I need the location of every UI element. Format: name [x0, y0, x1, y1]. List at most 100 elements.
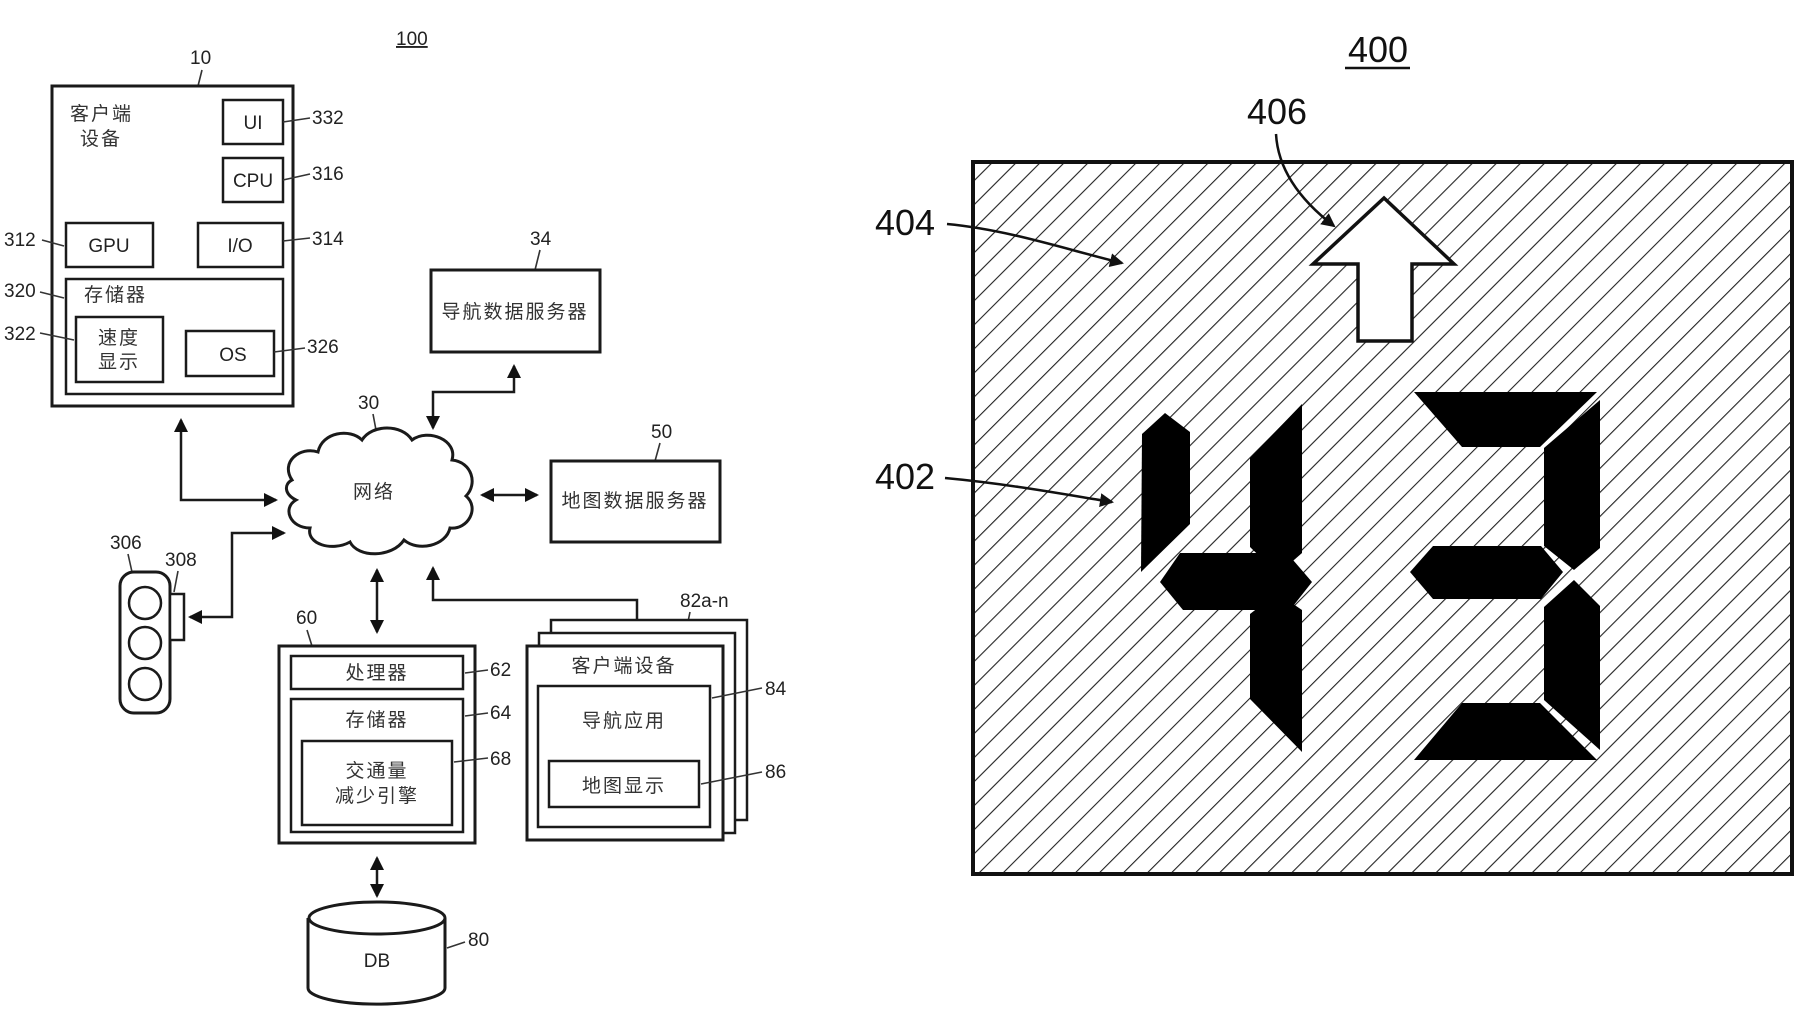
ref-406: 406 — [1247, 91, 1307, 132]
io-box — [196, 221, 285, 269]
speed-display-line1: 速度 — [98, 327, 140, 349]
ui-box — [221, 98, 285, 146]
ref-82a-n: 82a-n — [680, 591, 729, 612]
speed-digits-402 — [1141, 392, 1600, 760]
figure-100: 100 10 客户端 设备 UI 332 CPU 316 GPU 312 I/O… — [4, 29, 787, 1006]
leader-312 — [41, 239, 65, 247]
traffic-engine-line1: 交通量 — [345, 760, 408, 782]
client-device-title-line2: 设备 — [80, 128, 122, 150]
figure-ref-400: 400 — [1348, 29, 1408, 70]
ref-60: 60 — [296, 608, 317, 629]
ui-label: UI — [244, 113, 263, 134]
leader-326 — [273, 347, 306, 353]
leader-86 — [700, 771, 763, 785]
callout-402-arrow — [944, 476, 1114, 508]
leader-68 — [453, 757, 489, 763]
digit-3-segment-bottom — [1414, 703, 1597, 760]
ref-34: 34 — [530, 229, 552, 250]
traffic-light-lamp-bottom — [127, 666, 163, 702]
network-label: 网络 — [353, 481, 395, 503]
leader-64 — [464, 712, 489, 717]
figure-ref-100: 100 — [396, 29, 428, 50]
leader-314 — [282, 237, 311, 242]
digit-3-segment-upper-right — [1544, 400, 1600, 570]
database-body — [306, 918, 447, 1006]
ref-326: 326 — [307, 337, 339, 358]
map-data-server-50: 50 地图数据服务器 — [549, 422, 722, 544]
nav-data-server-34: 34 导航数据服务器 — [429, 229, 602, 354]
cpu-label: CPU — [233, 171, 273, 192]
processor-label: 处理器 — [345, 662, 408, 684]
link-network-navserver — [426, 364, 521, 430]
ref-68: 68 — [490, 749, 511, 770]
ref-312: 312 — [4, 230, 36, 251]
digit-4-segment-lower-right — [1250, 593, 1302, 752]
leader-308 — [173, 570, 179, 593]
ref-10: 10 — [190, 48, 211, 69]
digit-3-segment-middle — [1410, 546, 1563, 599]
leader-80 — [446, 941, 466, 949]
ref-84: 84 — [765, 679, 787, 700]
traffic-light-lamp-top — [127, 585, 163, 621]
ref-62: 62 — [490, 660, 511, 681]
traffic-light-lamp-middle — [127, 625, 163, 661]
figure-400: 400 404 402 406 — [875, 29, 1794, 876]
leader-30 — [372, 413, 377, 431]
leader-84 — [711, 687, 763, 699]
map-data-server-label: 地图数据服务器 — [561, 490, 708, 512]
digit-4-segment-upper-right — [1250, 404, 1302, 574]
connectors — [174, 364, 644, 898]
os-label: OS — [219, 345, 246, 366]
ref-308: 308 — [165, 550, 197, 571]
ref-402: 402 — [875, 456, 935, 497]
gpu-box — [64, 221, 155, 269]
direction-up-arrow-icon — [1308, 195, 1459, 343]
ref-80: 80 — [468, 930, 489, 951]
leader-332 — [282, 117, 311, 123]
cloud-shape — [285, 426, 474, 556]
digit-3-segment-lower-right — [1544, 580, 1600, 750]
link-network-clientdevices — [426, 566, 644, 638]
gpu-label: GPU — [88, 236, 129, 257]
leader-320 — [39, 291, 65, 299]
callout-404-arrow — [946, 222, 1124, 267]
ref-332: 332 — [312, 108, 344, 129]
ref-322: 322 — [4, 324, 36, 345]
ref-30: 30 — [358, 393, 379, 414]
speed-display-box — [74, 315, 165, 384]
network-cloud-30: 30 网络 — [285, 393, 474, 556]
leader-306 — [127, 553, 133, 573]
ref-306: 306 — [110, 533, 142, 554]
digit-4-segment-upper-left — [1141, 413, 1190, 572]
map-display-box — [547, 759, 701, 809]
database-80: DB 80 — [306, 900, 489, 1006]
server-60: 60 处理器 62 存储器 64 交通量 减少引擎 68 — [277, 608, 512, 845]
traffic-light-306: 306 308 — [110, 533, 197, 715]
callout-406-arrow — [1274, 133, 1336, 228]
link-trafficlight-network — [188, 526, 286, 624]
client-device-10: 10 客户端 设备 UI 332 CPU 316 GPU 312 I/O 314… — [4, 48, 344, 408]
ref-50: 50 — [651, 422, 672, 443]
database-label: DB — [364, 951, 390, 972]
client-device-title-line1: 客户端 — [70, 103, 133, 125]
map-data-server-box — [549, 459, 722, 544]
nav-data-server-box — [429, 268, 602, 354]
leader-62 — [464, 669, 489, 674]
ref-86: 86 — [765, 762, 786, 783]
traffic-engine-box — [300, 739, 454, 827]
client-devices-title: 客户端设备 — [571, 655, 676, 677]
leader-322 — [39, 332, 75, 341]
memory-320-label: 存储器 — [84, 284, 147, 306]
ref-64: 64 — [490, 703, 512, 724]
leader-50 — [654, 442, 661, 462]
ref-314: 314 — [312, 229, 344, 250]
leader-10 — [197, 69, 203, 87]
link-client-network — [174, 418, 278, 507]
client-devices-82: 82a-n 客户端设备 导航应用 84 地图显示 86 — [525, 591, 787, 842]
io-label: I/O — [227, 236, 252, 257]
leader-60 — [306, 629, 313, 647]
database-top — [307, 900, 447, 936]
leader-34 — [534, 249, 541, 271]
nav-data-server-label: 导航数据服务器 — [441, 301, 588, 323]
